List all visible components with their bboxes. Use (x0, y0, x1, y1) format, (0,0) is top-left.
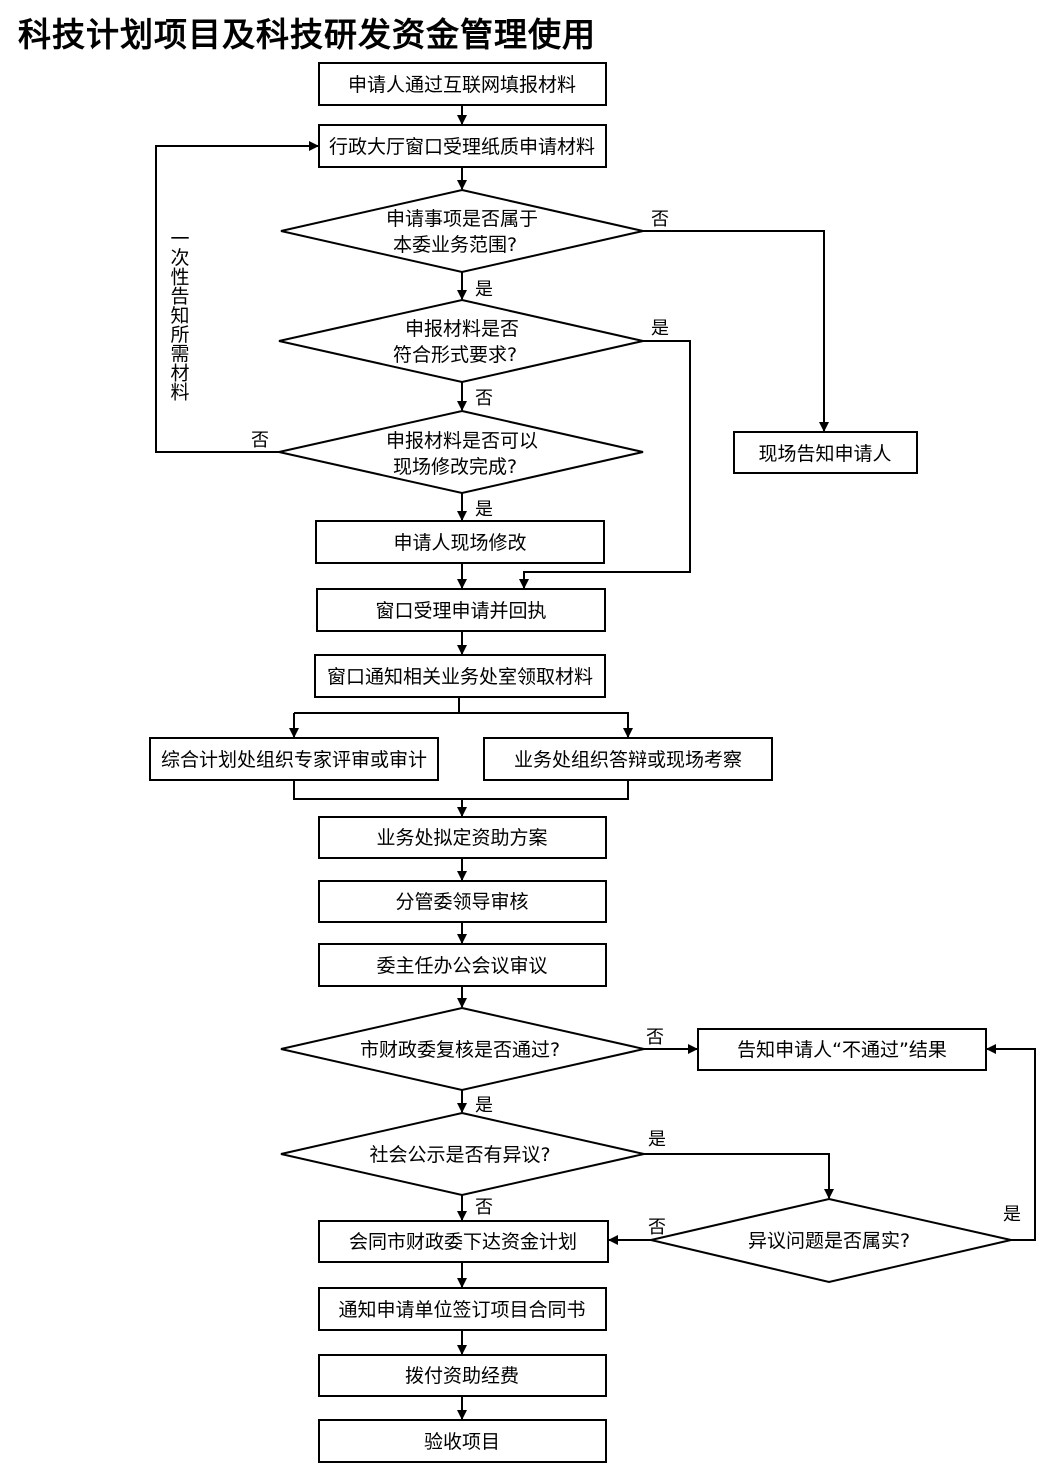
text-notify-dept: 窗口通知相关业务处室领取材料 (327, 666, 593, 688)
box-acceptance (318, 1419, 607, 1463)
text-objection-check: 社会公示是否有异议? (369, 1144, 550, 1166)
text-leader-review: 分管委领导审核 (395, 891, 528, 913)
text-scope-line2: 本委业务范围? (393, 234, 517, 256)
text-expert-review: 综合计划处组织专家评审或审计 (161, 749, 427, 771)
text-scope-line1: 申请事项是否属于 (386, 208, 538, 230)
text-issue-funds: 会同市财政委下达资金计划 (349, 1231, 577, 1253)
side-note-vertical: 一次性告知所需材料 (170, 228, 189, 404)
label-format-yes: 是 (651, 318, 669, 339)
arrow-split-right (459, 712, 633, 738)
label-valid-no: 否 (648, 1217, 666, 1238)
side-note-char: 材 (170, 362, 189, 384)
text-format-line2: 符合形式要求? (393, 344, 517, 366)
side-note-char: 所 (170, 324, 189, 346)
label-finance-yes: 是 (475, 1095, 493, 1116)
side-note-char: 告 (170, 286, 189, 308)
page-title: 科技计划项目及科技研发资金管理使用 (18, 15, 596, 54)
side-note-char: 知 (170, 305, 189, 327)
label-scope-no: 否 (651, 209, 669, 230)
box-notify-scene (733, 431, 918, 474)
text-modifiable-line2: 现场修改完成? (393, 456, 517, 478)
label-finance-no: 否 (646, 1027, 664, 1048)
arrow-scope-no (643, 230, 829, 432)
text-director-meeting: 委主任办公会议审议 (376, 955, 547, 977)
label-format-no: 否 (475, 388, 493, 409)
text-applicant-modify: 申请人现场修改 (393, 532, 526, 554)
side-note-char: 次 (170, 247, 189, 269)
text-notify-scene: 现场告知申请人 (758, 443, 891, 465)
box-applicant-modify (315, 520, 605, 564)
side-note-char: 一 (170, 228, 189, 250)
merge-line (293, 780, 629, 800)
text-window-receive: 行政大厅窗口受理纸质申请材料 (329, 136, 595, 158)
label-objection-no: 否 (475, 1197, 493, 1218)
text-objection-valid: 异议问题是否属实? (748, 1230, 910, 1252)
text-online-submit: 申请人通过互联网填报材料 (348, 74, 576, 96)
text-accept-receipt: 窗口受理申请并回执 (375, 600, 546, 622)
label-objection-yes: 是 (648, 1129, 666, 1150)
text-defense-inspection: 业务处组织答辩或现场考察 (514, 749, 742, 771)
side-note-char: 性 (170, 266, 189, 288)
arrow-valid-yes (986, 1044, 1036, 1241)
text-modifiable-line1: 申报材料是否可以 (386, 430, 538, 452)
text-finance-check: 市财政委复核是否通过? (360, 1039, 560, 1061)
text-funding-plan: 业务处拟定资助方案 (376, 827, 547, 849)
label-scope-yes: 是 (475, 279, 493, 300)
side-note-char: 需 (170, 343, 189, 365)
label-valid-yes: 是 (1003, 1204, 1021, 1225)
side-note-char: 料 (170, 382, 189, 404)
split-line (294, 697, 460, 714)
diamond-format-check (278, 298, 644, 384)
text-sign-contract: 通知申请单位签订项目合同书 (338, 1299, 585, 1321)
text-acceptance: 验收项目 (424, 1431, 500, 1453)
text-notify-reject: 告知申请人“不通过”结果 (737, 1039, 947, 1061)
diamond-modifiable-check (278, 409, 644, 495)
text-disburse: 拨付资助经费 (405, 1365, 519, 1387)
label-modifiable-no: 否 (251, 430, 269, 451)
text-format-line1: 申报材料是否 (405, 318, 519, 340)
arrow-objection-yes (644, 1153, 834, 1199)
label-modifiable-yes: 是 (475, 499, 493, 520)
diamond-objection-valid (650, 1197, 1012, 1284)
diamond-scope-check (280, 188, 644, 274)
arrow-format-yes (519, 340, 691, 589)
arrow-modifiable-no (155, 141, 319, 453)
